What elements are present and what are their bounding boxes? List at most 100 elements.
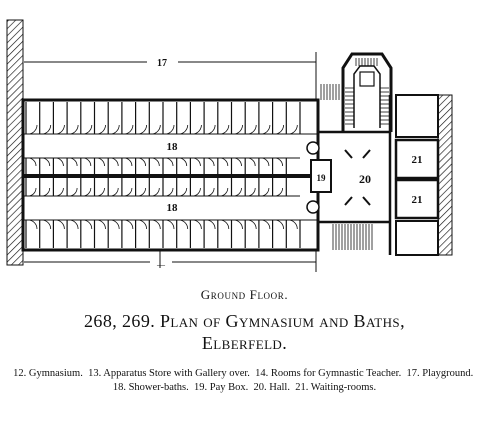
legend-item: 18. Shower-baths. — [112, 381, 189, 393]
cubicle-door — [96, 157, 105, 167]
top-dimension-line — [24, 52, 317, 100]
cubicle-door — [247, 124, 257, 135]
cubicle-door — [151, 219, 161, 230]
cubicle-door — [137, 187, 146, 197]
cubicle-door — [110, 124, 120, 135]
waiting-room-lower — [394, 178, 440, 220]
figure-title: 268, 269. Plan of Gymnasium and Baths, E… — [0, 310, 489, 354]
bottom-dimension-line — [24, 250, 317, 272]
waiting-room-label-lower: 21 — [412, 194, 423, 206]
legend-item: 14. Rooms for Gymnastic Teacher. — [255, 368, 402, 379]
cubicle-door — [55, 219, 65, 230]
cubicle-door — [41, 187, 51, 197]
cubicle-door — [274, 124, 284, 135]
cubicle-door — [27, 157, 37, 167]
right-boundary-wall — [437, 94, 453, 256]
cubicle-door — [206, 157, 215, 167]
cubicle-door — [274, 219, 284, 230]
pay-box — [310, 159, 332, 193]
lower-entrance-steps — [332, 224, 373, 250]
cubicle-door — [55, 157, 64, 167]
cubicle-door — [192, 124, 202, 135]
central-spine-wall — [23, 174, 313, 178]
hall-label: 20 — [359, 172, 371, 186]
dimension-label-top: 17 — [157, 58, 167, 69]
cubicle-door — [247, 187, 256, 197]
cubicle-door — [288, 219, 298, 230]
cubicle-door — [233, 219, 243, 230]
cubicle-door — [69, 124, 79, 135]
cubicle-door — [192, 219, 202, 230]
cubicle-door — [110, 219, 120, 230]
cubicle-door — [69, 219, 79, 230]
cubicle-door — [164, 124, 175, 135]
cubicle-door — [123, 219, 134, 230]
cubicle-door — [233, 157, 242, 167]
cubicle-door — [206, 219, 216, 230]
cubicle-door — [41, 219, 52, 230]
cubicle-door — [219, 157, 229, 167]
upper-cubicle-row — [25, 102, 301, 135]
cubicle-door — [151, 187, 160, 197]
cubicle-door — [274, 157, 283, 167]
cubicle-door — [82, 219, 93, 230]
cubicle-door — [137, 219, 147, 230]
cubicle-door — [219, 187, 229, 197]
figure-title-line-2: Elberfeld. — [201, 333, 288, 353]
legend: 12. Gymnasium. 13. Apparatus Store with … — [2, 367, 487, 394]
cubicle-door — [82, 187, 92, 197]
cubicle-door — [192, 187, 201, 197]
cubicle-door — [247, 219, 257, 230]
cubicle-door — [206, 187, 215, 197]
cubicle-door — [274, 187, 283, 197]
cubicle-door — [151, 157, 160, 167]
column-upper — [306, 141, 320, 155]
dimension-label-bottom: — — [156, 260, 166, 269]
staircase-treads — [345, 58, 389, 125]
cubicle-door — [27, 219, 38, 230]
cubicle-door — [27, 124, 38, 135]
cubicle-door — [233, 187, 242, 197]
cubicle-door — [260, 124, 271, 135]
cubicle-door — [41, 124, 52, 135]
lower-annex — [395, 220, 439, 256]
legend-item: 17. Playground. — [406, 368, 474, 379]
staircase-tower — [341, 52, 393, 132]
shower-baths-label-lower: 18 — [167, 202, 179, 214]
cubicle-door — [55, 187, 64, 197]
pay-box-label: 19 — [317, 173, 327, 183]
ground-floor-plan: 17 — 18 18 19 20 — [6, 19, 453, 272]
cubicle-door — [151, 124, 161, 135]
shower-baths-label-upper: 18 — [167, 141, 179, 153]
cubicle-door — [110, 187, 119, 197]
corridor-lines — [23, 133, 318, 221]
legend-item: 20. Hall. — [253, 381, 290, 393]
cubicle-door — [96, 124, 106, 135]
cubicle-door — [96, 219, 106, 230]
cubicle-door — [219, 219, 230, 230]
cubicle-door — [192, 157, 201, 167]
figure-title-line-1: 268, 269. Plan of Gymnasium and Baths, — [84, 311, 405, 331]
cubicle-door — [247, 157, 256, 167]
cubicle-door — [137, 124, 147, 135]
cubicle-door — [27, 187, 37, 197]
cubicle-door — [123, 157, 133, 167]
cubicle-door — [178, 187, 188, 197]
cubicle-door — [288, 124, 298, 135]
left-boundary-wall — [6, 19, 24, 266]
upper-entrance-steps — [320, 84, 343, 100]
legend-item: 19. Pay Box. — [194, 381, 249, 393]
cubicle-door — [69, 157, 78, 167]
cubicle-door — [233, 124, 243, 135]
cubicle-door — [123, 124, 134, 135]
cubicle-door — [137, 157, 146, 167]
cubicle-door — [178, 219, 189, 230]
legend-item: 12. Gymnasium. — [13, 368, 83, 379]
cubicle-door — [260, 157, 270, 167]
upper-annex — [395, 94, 439, 138]
cubicle-door — [82, 124, 93, 135]
cubicle-door — [110, 157, 119, 167]
cubicle-door — [219, 124, 230, 135]
waiting-room-label-upper: 21 — [412, 154, 423, 166]
cubicle-door — [82, 157, 92, 167]
